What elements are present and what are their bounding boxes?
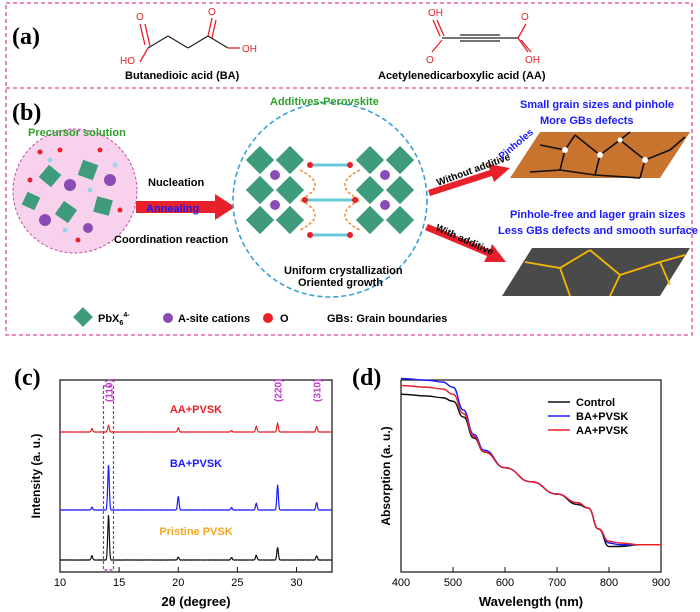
aa-o-top-right: O (521, 12, 529, 23)
ba-name: Butanedioic acid (BA) (125, 70, 240, 82)
panel-d-label: (d) (352, 365, 381, 391)
panel-c-label: (c) (14, 365, 41, 391)
with-arrow (425, 224, 506, 262)
additives-title: Additives-Perovskite (270, 96, 379, 108)
pbx-legend-icon (73, 307, 93, 327)
without-arrow (428, 164, 510, 196)
pbx-legend-text: PbX64- (98, 312, 130, 327)
xrd-xtick-label-30: 30 (290, 577, 302, 589)
oriented-text: Oriented growth (298, 277, 383, 289)
aa-oh-right: OH (525, 55, 540, 66)
aa-name: Acetylenedicarboxylic acid (AA) (378, 70, 546, 82)
abs-line-aa-pvsk (400, 384, 661, 546)
xrd-line-pristine-pvsk (59, 515, 333, 561)
xrd-plot-frame (59, 379, 333, 573)
panel-b-label: (b) (12, 100, 41, 126)
abs-xtick-label-700: 700 (548, 577, 566, 589)
abs-legend-label-control: Control (576, 397, 615, 409)
panel-ab-border (5, 2, 693, 336)
large-grain-film (502, 248, 690, 296)
abs-xtick-label-600: 600 (496, 577, 514, 589)
ba-o-top-left: O (136, 12, 144, 23)
panel-a-label: (a) (12, 24, 40, 50)
small-grain-text: Small grain sizes and pinhole (520, 99, 674, 111)
xrd-chart: AA+PVSK BA+PVSK Pristine PVSK (110) (220) (31… (54, 379, 333, 589)
xrd-xtick-label-20: 20 (172, 577, 184, 589)
xrd-series-label-aa-pvsk: AA+PVSK (170, 404, 222, 416)
pinhole-free-text: Pinhole-free and lager grain sizes (510, 209, 685, 221)
abs-ylabel: Absorption (a. u.) (379, 426, 393, 525)
xrd-line-ba-pvsk (59, 465, 333, 511)
ba-structure (139, 17, 240, 63)
precursor-title: Precursor solution (28, 127, 126, 139)
xrd-xtick-label-15: 15 (113, 577, 125, 589)
aa-structure (431, 19, 532, 53)
coordination-text: Coordination reaction (114, 234, 229, 246)
xrd-xtick-label-10: 10 (54, 577, 66, 589)
ba-o-top-right: O (208, 7, 216, 18)
with-text: With additive (434, 223, 496, 258)
xrd-peak-label-220: (220) (274, 379, 285, 402)
a-site-legend-text: A-site cations (178, 313, 250, 325)
a-site-legend-icon (163, 313, 173, 323)
xrd-series-label-ba-pvsk: BA+PVSK (170, 458, 222, 470)
ba-oh: OH (242, 44, 257, 55)
abs-xtick-label-500: 500 (444, 577, 462, 589)
xrd-line-aa-pvsk (59, 421, 333, 433)
aa-oh: OH (428, 8, 443, 19)
pinhole-dots (562, 137, 648, 163)
more-gbs-text: More GBs defects (540, 115, 634, 127)
o-legend-icon (263, 313, 273, 323)
annealing-arrow (136, 194, 235, 220)
abs-legend-label-aa-pvsk: AA+PVSK (576, 425, 628, 437)
ba-ho: HO (120, 56, 135, 67)
xrd-xlabel: 2θ (degree) (161, 594, 230, 609)
large-grain-boundaries (524, 249, 686, 297)
peak-110-highlight-box (102, 385, 115, 571)
abs-plot-frame (400, 379, 662, 573)
xrd-ylabel: Intensity (a. u.) (29, 434, 43, 519)
abs-xtick-label-800: 800 (600, 577, 618, 589)
xrd-series-label-pristine-pvsk: Pristine PVSK (159, 526, 232, 538)
xrd-xtick-label-25: 25 (231, 577, 243, 589)
abs-xtick-label-900: 900 (652, 577, 670, 589)
less-gbs-text: Less GBs defects and smooth surface (498, 225, 698, 237)
nucleation-text: Nucleation (148, 177, 205, 189)
abs-xlabel: Wavelength (nm) (479, 594, 583, 609)
aa-o-bottom-left: O (426, 55, 434, 66)
o-legend-text: O (280, 313, 289, 325)
annealing-text: Annealing (146, 203, 199, 215)
uniform-text: Uniform crystallization (284, 265, 403, 277)
xrd-peak-label-310: (310) (313, 379, 324, 402)
abs-line-ba-pvsk (400, 377, 661, 546)
abs-xtick-label-400: 400 (392, 577, 410, 589)
xrd-peak-label-110: (110) (104, 379, 115, 402)
abs-legend-label-ba-pvsk: BA+PVSK (576, 411, 628, 423)
gb-legend-text: GBs: Grain boundaries (327, 313, 447, 325)
precursor-particles (21, 147, 123, 243)
small-grain-boundaries (529, 131, 686, 179)
